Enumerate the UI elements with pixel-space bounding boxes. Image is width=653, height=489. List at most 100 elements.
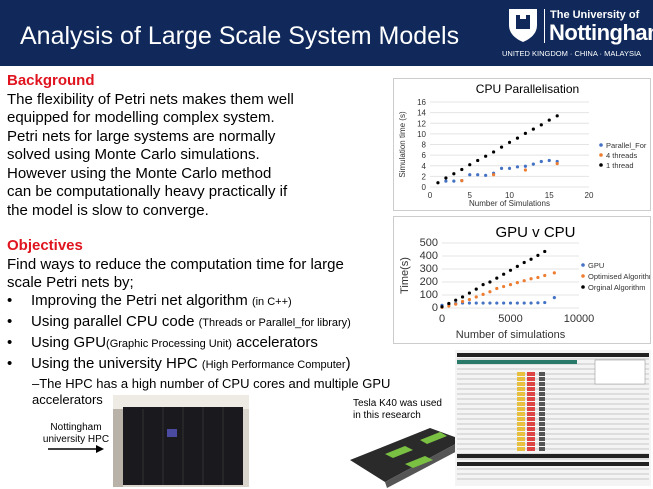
bullet-main: Using the university HPC [31, 355, 202, 372]
data-point [460, 167, 464, 172]
hpc-results-table-image [455, 350, 651, 486]
data-point [495, 276, 499, 280]
y-tick-label: 8 [422, 141, 427, 150]
data-point [484, 173, 488, 177]
data-point [436, 181, 440, 185]
objective-bullet: •Improving the Petri net algorithm (in C… [7, 292, 292, 309]
data-point [522, 279, 526, 283]
background-section: Background The flexibility of Petri nets… [7, 72, 392, 220]
data-point [495, 301, 499, 305]
data-point [531, 127, 535, 131]
data-point [508, 301, 513, 305]
data-point [543, 300, 547, 305]
y-tick-label: 0 [432, 302, 438, 314]
legend-marker [599, 143, 603, 147]
data-point [440, 305, 444, 309]
text-line: The flexibility of Petri nets makes them… [7, 90, 294, 108]
data-point [543, 249, 547, 254]
data-point [522, 260, 526, 265]
data-point [522, 301, 526, 305]
legend-label: 4 threads [606, 151, 638, 160]
legend-label: GPU [588, 261, 604, 270]
data-point [492, 173, 496, 177]
data-point [508, 268, 513, 272]
y-tick-label: 14 [417, 109, 426, 118]
data-point [488, 290, 492, 294]
data-point [474, 295, 478, 299]
data-point [468, 163, 472, 167]
data-point [502, 301, 506, 305]
data-point [543, 273, 547, 278]
data-point [555, 114, 559, 118]
x-tick-label: 5000 [498, 313, 522, 325]
hpc-server-photo [113, 395, 249, 487]
text-line: scale Petri nets by; [7, 274, 134, 291]
text-line: can be computationally heavy practically… [7, 183, 288, 200]
data-point [447, 301, 451, 306]
data-point [452, 172, 456, 176]
x-tick-label: 5 [468, 191, 473, 200]
legend-marker [581, 285, 585, 289]
hpc-note: –The HPC has a high number of CPU cores … [32, 376, 390, 408]
bullet-tail: ) [345, 355, 351, 372]
caption-line: Nottingham [50, 422, 102, 433]
data-point [515, 301, 519, 305]
y-tick-label: 16 [417, 98, 426, 107]
bullet-main: Using parallel CPU code [31, 313, 199, 330]
data-point [552, 271, 556, 275]
y-axis-label: Time(s) [399, 257, 411, 294]
objective-bullet: •Using parallel CPU code (Threads or Par… [7, 313, 351, 330]
data-point [515, 264, 519, 268]
bullet-icon: • [7, 355, 13, 372]
y-tick-label: 0 [422, 183, 427, 192]
data-point [502, 272, 506, 276]
data-point [547, 118, 551, 122]
logo-divider [544, 9, 545, 43]
y-tick-label: 400 [420, 250, 438, 262]
legend-marker [581, 274, 585, 278]
legend-label: Optimised Algorithm [588, 272, 650, 281]
legend-label: Parallel_For [606, 141, 647, 150]
data-point [488, 280, 492, 284]
y-tick-label: 2 [422, 172, 427, 181]
data-point [460, 299, 465, 304]
data-point [474, 287, 478, 291]
y-tick-label: 500 [420, 237, 438, 249]
data-point [523, 131, 527, 135]
data-point [536, 301, 540, 305]
caption-line: university HPC [42, 434, 110, 445]
page-title: Analysis of Large Scale System Models [20, 22, 460, 50]
y-tick-label: 200 [420, 276, 438, 288]
crest-icon [509, 9, 537, 42]
objective-bullet: •Using GPU(Graphic Processing Unit) acce… [7, 334, 318, 351]
data-point [531, 162, 535, 166]
text-line: However using the Monte Carlo method [7, 164, 272, 182]
y-tick-label: 100 [420, 289, 438, 301]
bullet-icon: • [7, 313, 13, 330]
logo-line2: Nottingham [549, 20, 653, 45]
bullet-note: (Graphic Processing Unit) [106, 338, 232, 350]
arrow-icon [48, 445, 104, 453]
data-point [547, 158, 551, 163]
data-point [508, 283, 513, 287]
legend-marker [581, 263, 585, 267]
tesla-caption: Tesla K40 was used in this research [353, 398, 442, 422]
y-axis-label: Simulation time (s) [398, 111, 407, 178]
data-point [452, 179, 456, 183]
legend-label: 1 thread [606, 161, 634, 170]
legend-marker [599, 163, 603, 167]
bullet-note: (in C++) [251, 296, 292, 308]
data-point [529, 301, 533, 305]
logo-tagline: UNITED KINGDOM · CHINA · MALAYSIA [502, 49, 642, 58]
logo-line1: The University of [550, 9, 640, 21]
text-line: the model is slow to converge. [7, 201, 209, 219]
legend-label: Orginal Algorithm [588, 283, 646, 292]
y-tick-label: 300 [420, 263, 438, 275]
bullet-main: Improving the Petri net algorithm [31, 292, 252, 309]
data-point [536, 253, 540, 257]
data-point [474, 301, 478, 305]
legend-marker [599, 153, 603, 157]
data-point [552, 296, 556, 300]
data-point [460, 179, 464, 183]
data-point [555, 162, 559, 166]
